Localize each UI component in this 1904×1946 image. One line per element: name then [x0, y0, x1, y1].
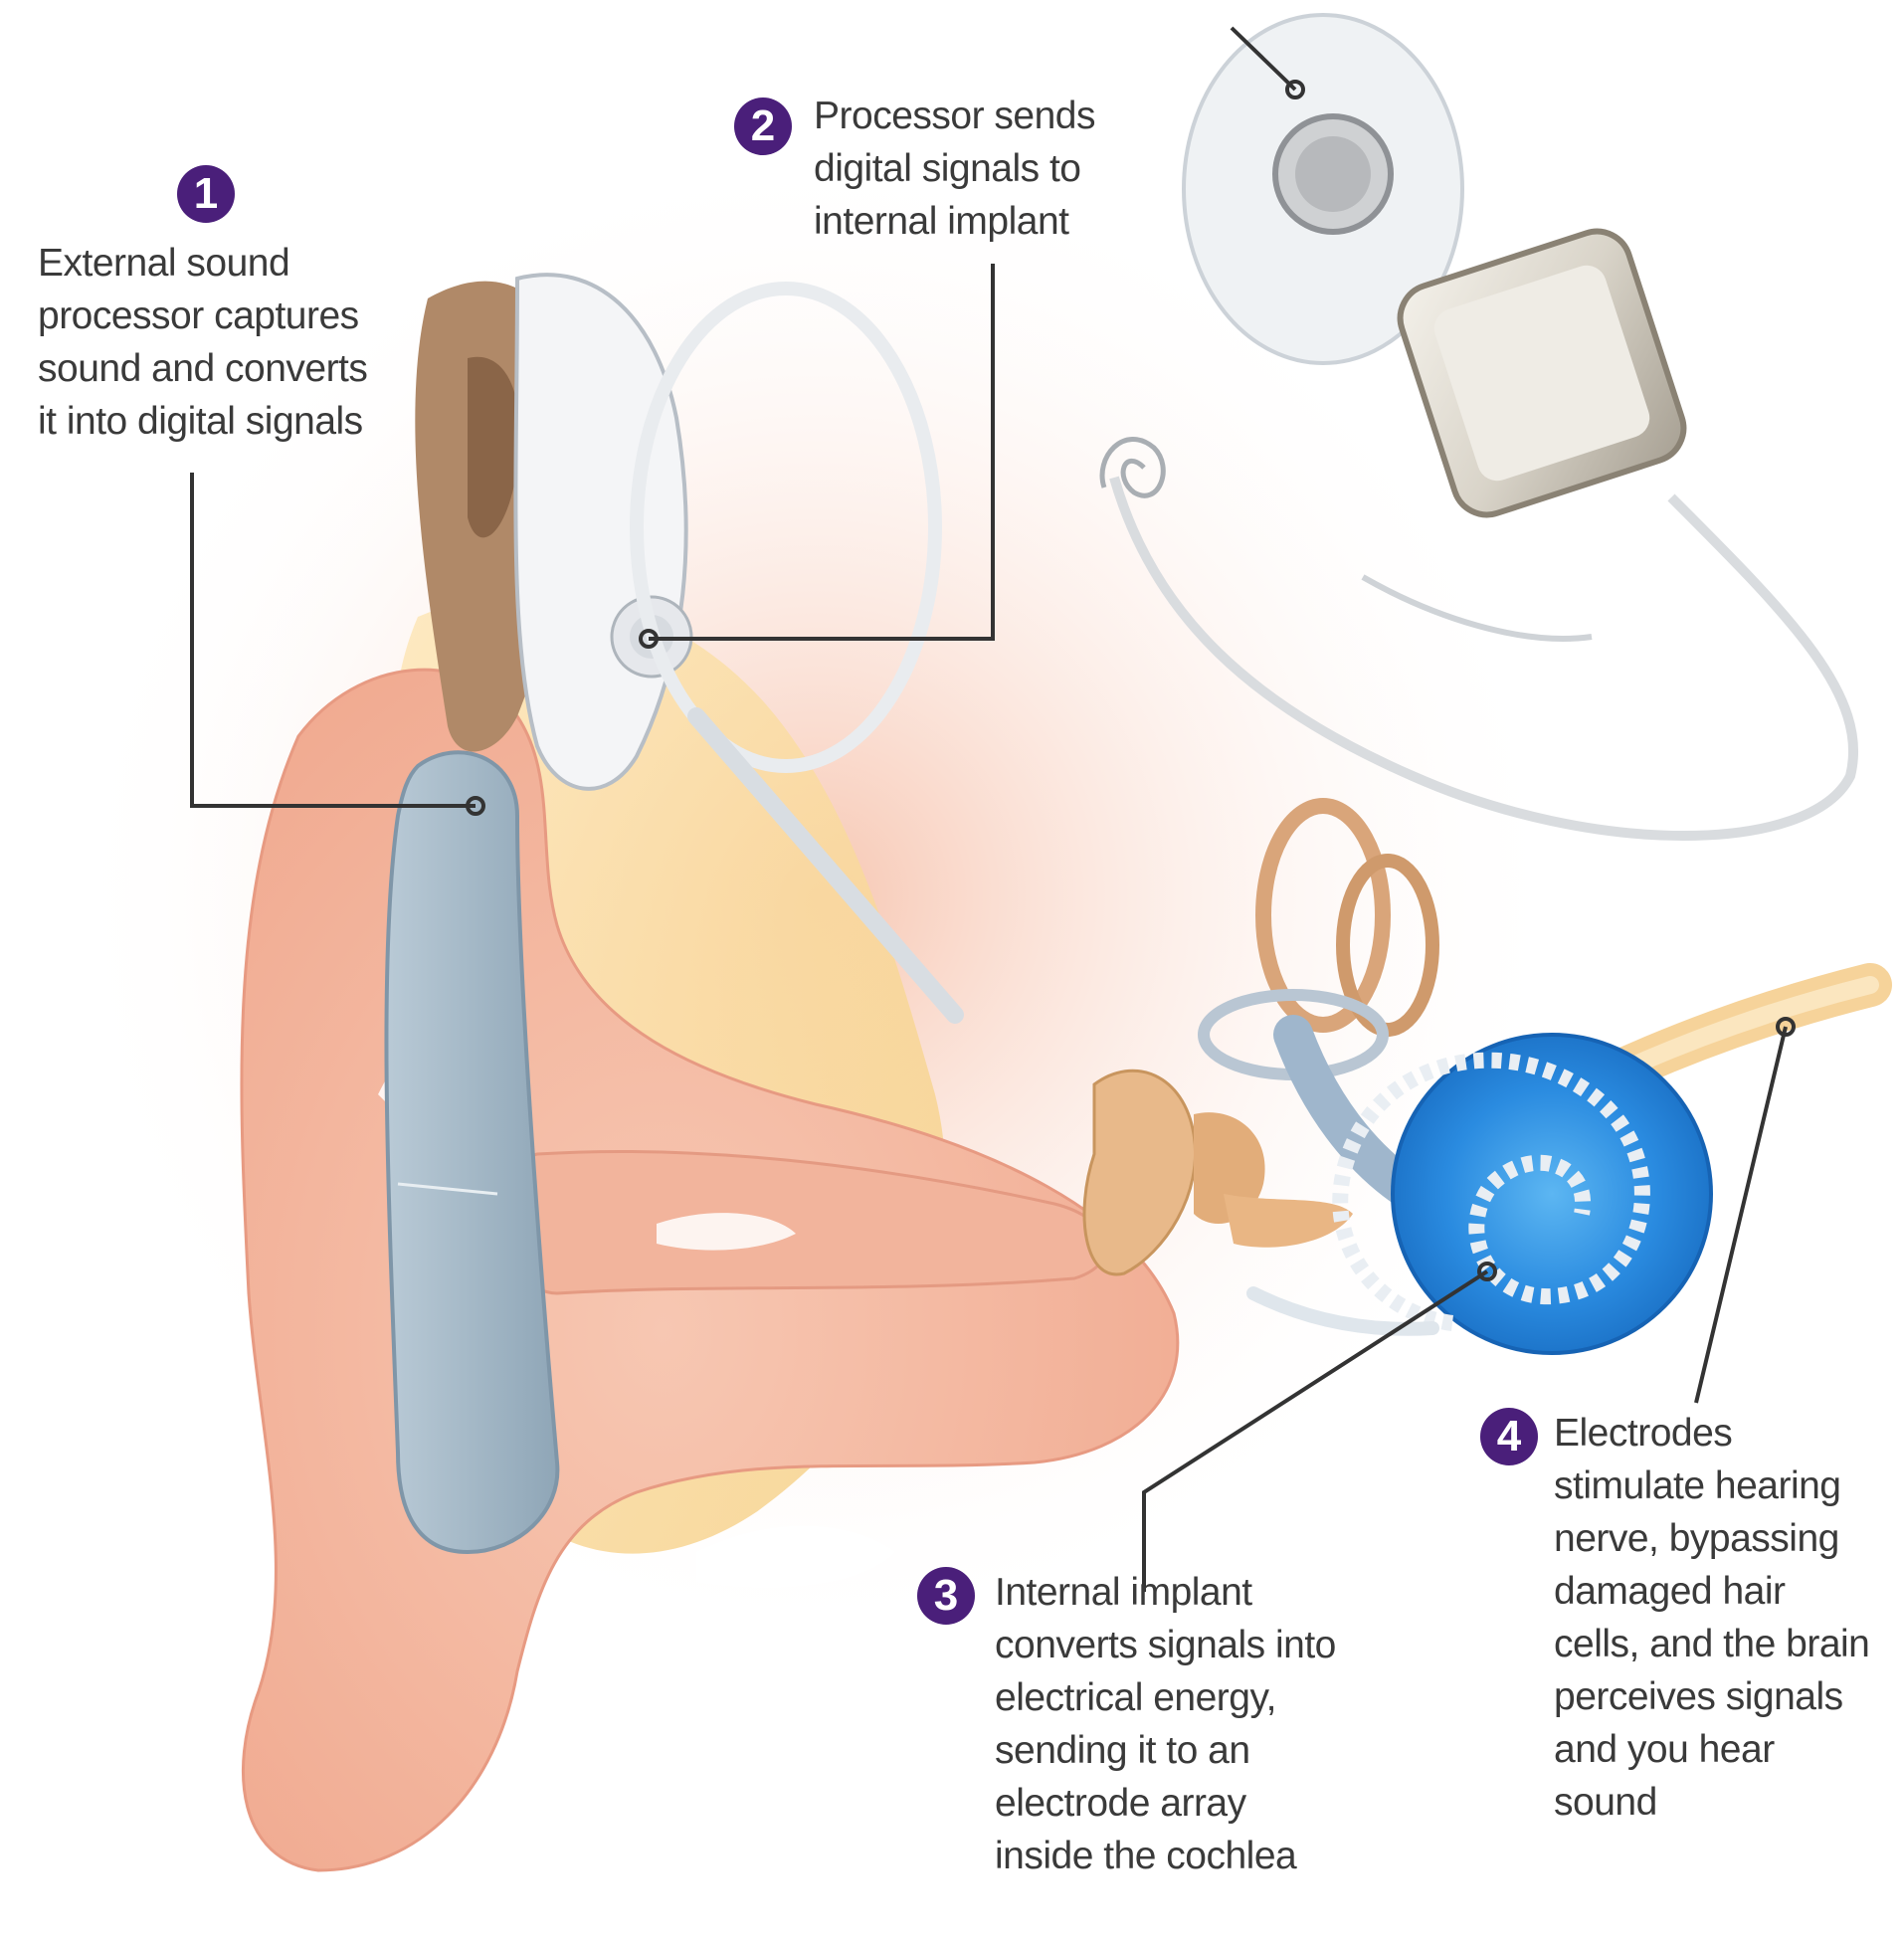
step-2-line: digital signals to [814, 142, 1095, 195]
cochlea [1393, 1035, 1711, 1353]
step-3-line: electrode array [995, 1777, 1336, 1830]
step-3-label: Internal implant converts signals into e… [995, 1566, 1336, 1882]
step-3-line: electrical energy, [995, 1671, 1336, 1724]
step-4-line: Electrodes [1554, 1407, 1869, 1460]
step-4-line: perceives signals [1554, 1670, 1869, 1723]
step-3-line: inside the cochlea [995, 1830, 1336, 1882]
step-1-label: External sound processor captures sound … [38, 237, 367, 448]
step-2-label: Processor sends digital signals to inter… [814, 90, 1095, 248]
step-1-line: External sound [38, 237, 367, 290]
step-4-line: damaged hair [1554, 1565, 1869, 1618]
step-4-line: nerve, bypassing [1554, 1512, 1869, 1565]
step-4-line: sound [1554, 1776, 1869, 1829]
step-2-line: internal implant [814, 195, 1095, 248]
step-2-badge: 2 [734, 97, 792, 155]
step-1-line: sound and converts [38, 342, 367, 395]
step-1-line: it into digital signals [38, 395, 367, 448]
step-4-line: cells, and the brain [1554, 1618, 1869, 1670]
step-2-line: Processor sends [814, 90, 1095, 142]
step-3-line: sending it to an [995, 1724, 1336, 1777]
step-1-badge: 1 [177, 165, 235, 223]
step-3-badge: 3 [917, 1567, 975, 1625]
step-4-label: Electrodes stimulate hearing nerve, bypa… [1554, 1407, 1869, 1829]
step-4-line: and you hear [1554, 1723, 1869, 1776]
step-4-line: stimulate hearing [1554, 1460, 1869, 1512]
step-1-line: processor captures [38, 290, 367, 342]
step-3-line: converts signals into [995, 1619, 1336, 1671]
step-3-line: Internal implant [995, 1566, 1336, 1619]
step-4-badge: 4 [1480, 1408, 1538, 1465]
